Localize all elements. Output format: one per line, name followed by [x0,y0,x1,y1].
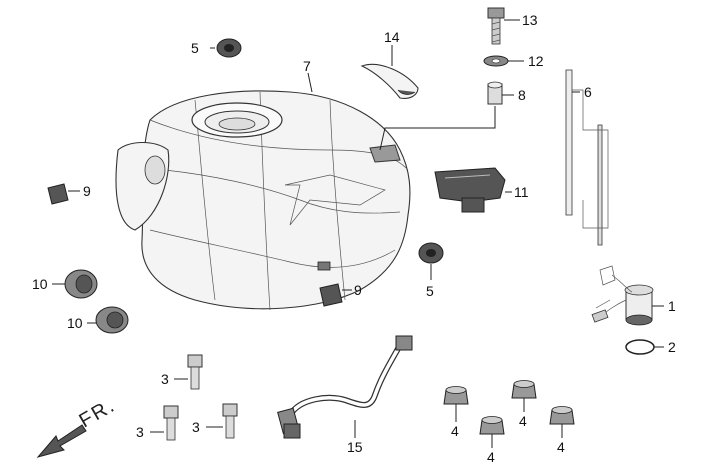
bolt-3-b [163,405,179,441]
fuel-tank [115,90,411,311]
callout-3-a: 3 [161,371,169,387]
cushion-9-right [319,283,343,307]
callout-12: 12 [528,53,544,69]
callout-5-bottom: 5 [426,283,434,299]
callout-5-top: 5 [191,40,199,56]
callout-4-d: 4 [557,439,565,455]
callout-9-right: 9 [354,282,362,298]
washer-12 [483,55,509,67]
leader-lines [52,19,664,448]
callout-11: 11 [514,184,529,200]
callout-4-c: 4 [487,449,495,465]
fuel-pump-1 [591,265,654,326]
callout-10-a: 10 [32,276,48,292]
callout-labels: 13 12 14 5 7 8 6 9 11 5 9 10 10 1 2 3 3 … [32,12,676,465]
damper-10-a [64,269,98,299]
strip-6 [565,69,609,246]
collar-8 [487,81,503,105]
bracket-11 [434,167,506,213]
callout-7: 7 [303,58,311,74]
callout-15: 15 [347,439,363,455]
grommet-5-bottom [418,242,444,264]
callout-14: 14 [384,29,400,45]
callout-2: 2 [668,339,676,355]
callout-10-b: 10 [67,315,83,331]
nut-4-c [479,416,505,435]
callout-6: 6 [584,84,592,100]
callout-1: 1 [668,298,676,314]
cover-14 [360,63,419,99]
callout-8: 8 [518,87,526,103]
front-direction-arrow: FR. [36,394,120,458]
callout-13: 13 [522,12,538,28]
damper-10-b [95,306,129,334]
front-direction-label: FR. [76,394,120,432]
bolt-3-c [222,403,238,439]
bolt-13 [487,7,505,45]
nut-4-d [549,406,575,425]
callout-4-b: 4 [519,413,527,429]
cushion-9-left [47,183,69,205]
callout-4-a: 4 [451,423,459,439]
callout-9-left: 9 [83,183,91,199]
nut-4-a [443,386,469,405]
callout-3-c: 3 [192,419,200,435]
bolt-3-a [187,354,203,390]
nut-4-b [511,380,537,399]
grommet-5-top [216,38,242,58]
o-ring-2 [625,339,655,355]
callout-3-b: 3 [136,424,144,440]
hose-15 [277,335,413,439]
